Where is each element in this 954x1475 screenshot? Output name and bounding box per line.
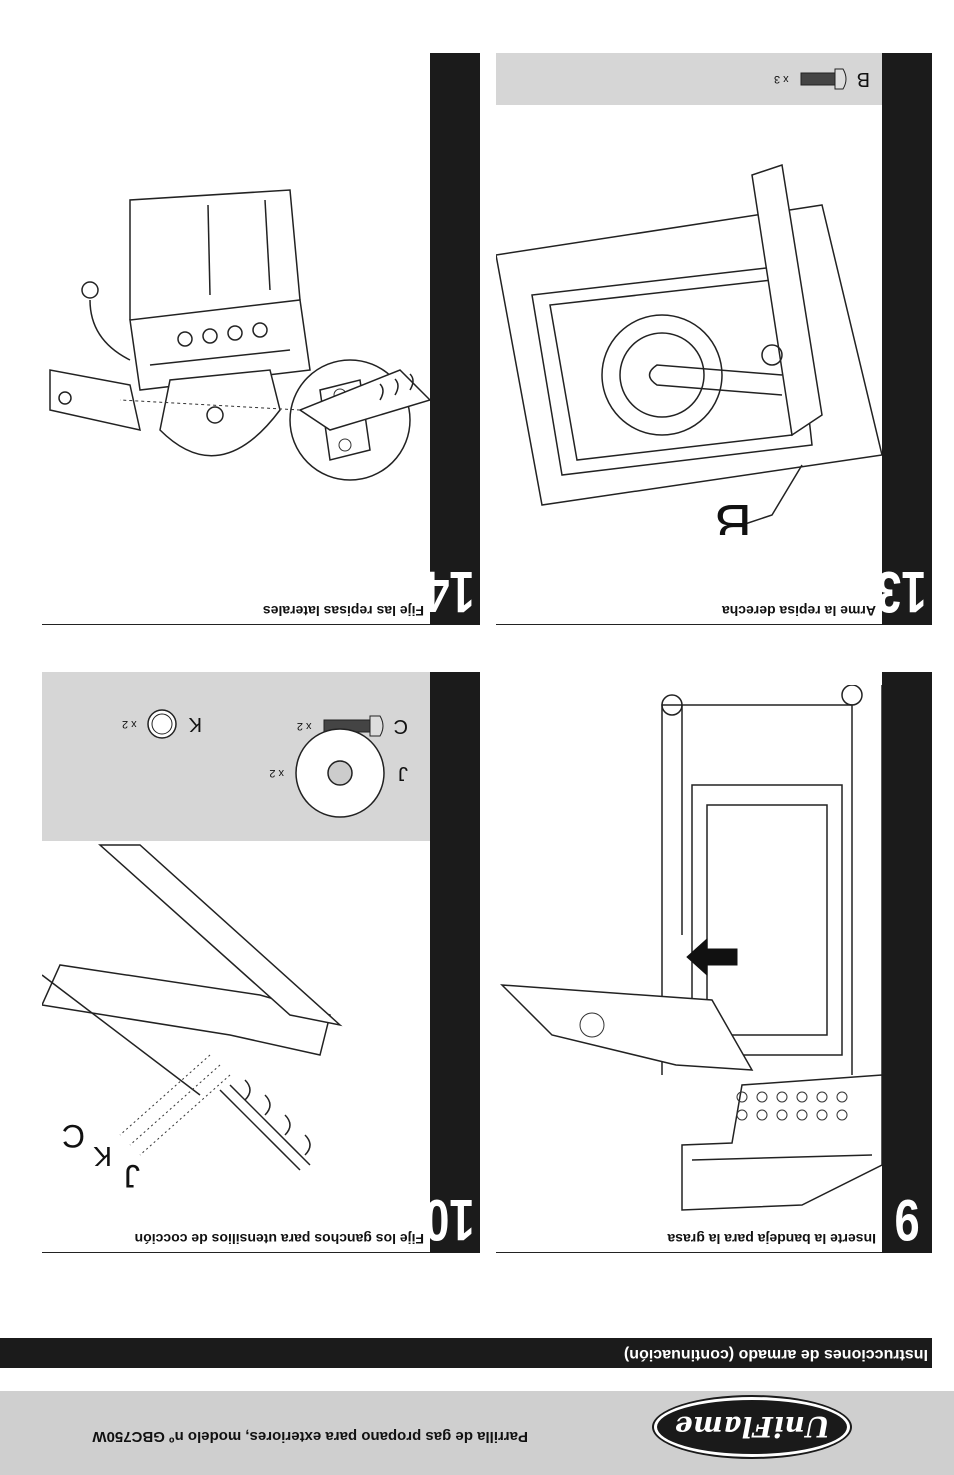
step-10-panel: 10 Fije los ganchos para utensilios de c…: [42, 672, 480, 1253]
callout-c: C: [62, 1118, 85, 1154]
step-number-bar: 9: [882, 672, 932, 1253]
step-rule: [42, 624, 480, 625]
part-j: J x 2: [269, 725, 408, 821]
part-letter: B: [856, 68, 870, 91]
side-shelves-illustration: [49, 189, 430, 481]
step-number: 10: [424, 1187, 475, 1252]
callout-b: B: [715, 493, 752, 535]
washer-icon: [295, 728, 385, 818]
step-14-panel: 14 Fije las repisas laterales: [42, 53, 480, 625]
utensil-hooks-illustration: J K C: [42, 844, 343, 1194]
part-quantity: x 2: [269, 767, 284, 779]
step-number: 14: [424, 559, 475, 624]
step-number: 9: [894, 1187, 920, 1252]
step-number-bar: 10: [424, 672, 480, 1253]
step-title: Fije las repisas laterales: [262, 603, 424, 619]
step-title: Arme la repisa derecha: [721, 603, 876, 619]
step-rule: [496, 624, 932, 625]
callout-j: J: [124, 1158, 140, 1194]
step-rule: [42, 1252, 480, 1253]
part-quantity: x 3: [773, 73, 789, 85]
step-title: Inserte la bandeja para la grasa: [667, 1231, 876, 1247]
part-letter: K: [188, 713, 202, 736]
right-shelf-illustration: B: [496, 164, 882, 535]
step-number-bar: 13: [876, 53, 932, 625]
logo-text: UniFlame: [674, 1410, 830, 1444]
part-k: K x 2: [122, 707, 202, 741]
step-number: 13: [876, 559, 927, 624]
step-13-panel: 13 Arme la repisa derecha B B: [496, 53, 932, 625]
step-title: Fije los ganchos para utensilios de cocc…: [134, 1231, 424, 1247]
part-letter: J: [398, 762, 408, 785]
part-quantity: x 2: [121, 718, 137, 730]
grease-tray-illustration: [500, 685, 882, 1211]
uniflame-logo: UniFlame: [654, 1397, 850, 1457]
lock-ring-icon: [146, 709, 177, 739]
brand-footer-bar: UniFlame Parrilla de gas propano para ex…: [0, 1391, 954, 1475]
product-subtitle: Parrilla de gas propano para exteriores,…: [92, 1428, 528, 1445]
section-header-bar: Instrucciones de armado (continuación): [0, 1338, 932, 1368]
section-title: Instrucciones de armado (continuación): [623, 1346, 928, 1363]
bolt-icon: [800, 68, 847, 90]
step-number-bar: 14: [424, 53, 480, 625]
callout-k: K: [93, 1141, 112, 1172]
step-rule: [496, 1252, 932, 1253]
parts-box: C x 2 J x 2 K: [42, 672, 430, 841]
part-b: B x 3: [774, 65, 870, 93]
step-9-panel: 9 Inserte la bandeja para la grasa: [496, 672, 932, 1253]
parts-box: B x 3: [496, 53, 882, 105]
arrow-icon: [686, 937, 738, 977]
